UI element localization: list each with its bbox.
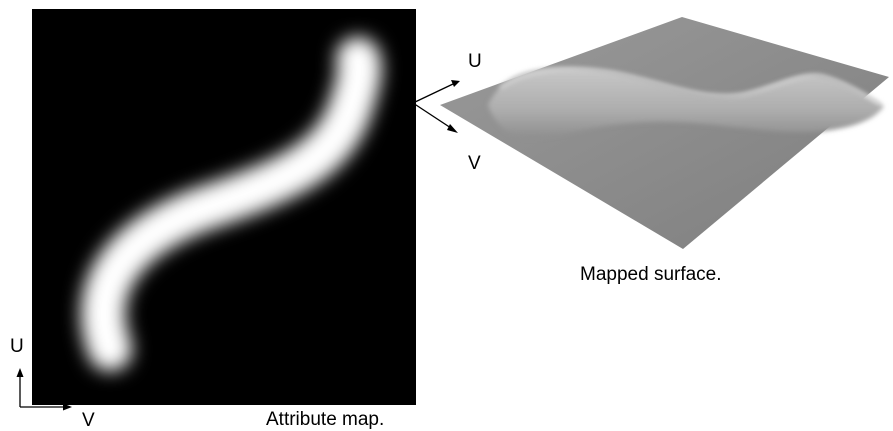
mapped-surface-image bbox=[412, 17, 889, 249]
attribute-map-caption: Attribute map. bbox=[266, 409, 385, 430]
attribute-map-axis-v-label: V bbox=[82, 410, 95, 431]
surface-plane bbox=[440, 17, 889, 249]
mapped-surface-axis-v-label: V bbox=[468, 153, 481, 174]
mapped-surface-caption: Mapped surface. bbox=[580, 264, 722, 285]
attribute-map-axis-u-label: U bbox=[10, 336, 24, 357]
surface-ridge bbox=[488, 68, 884, 138]
attribute-map-axes bbox=[16, 368, 72, 411]
attribute-map-image bbox=[32, 9, 416, 405]
attribute-stroke bbox=[81, 37, 382, 371]
mapped-surface-axis-u-label: U bbox=[468, 51, 482, 72]
